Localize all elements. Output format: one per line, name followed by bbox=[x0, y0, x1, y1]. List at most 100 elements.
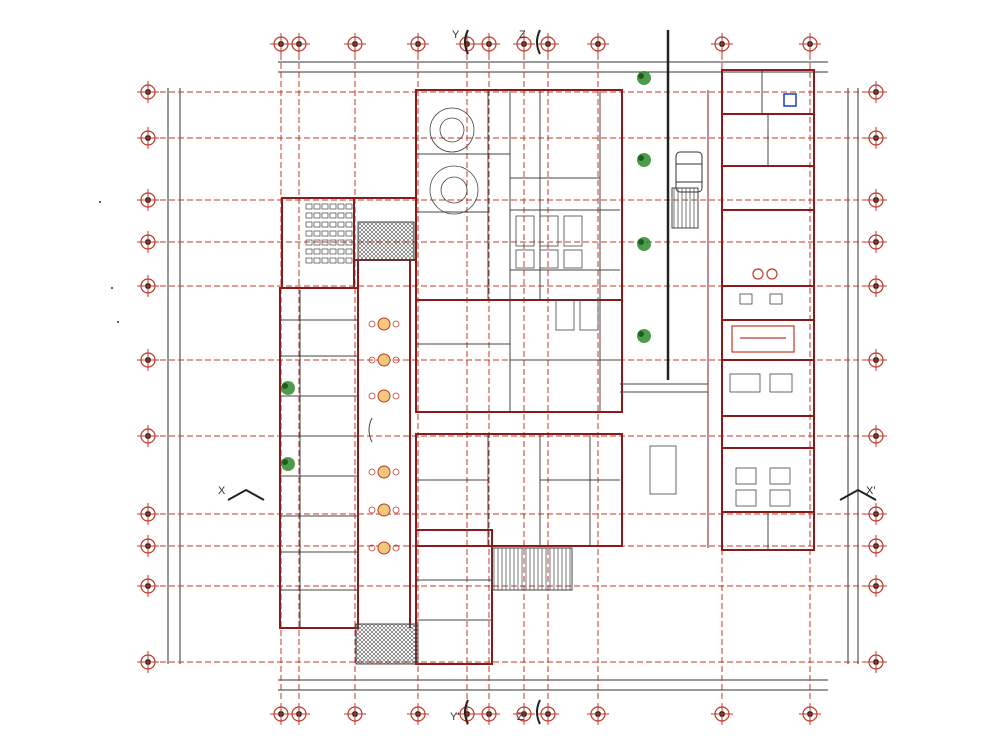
axis-bubble-icon bbox=[344, 33, 366, 55]
tree-icon bbox=[637, 237, 651, 251]
axis-bubble-icon bbox=[513, 703, 535, 725]
section-arrow-icon bbox=[536, 699, 541, 725]
axis-bubble-icon bbox=[865, 535, 887, 557]
bed-icon bbox=[539, 249, 559, 269]
axis-bubble-icon bbox=[288, 33, 310, 55]
axis-bubble-icon bbox=[865, 189, 887, 211]
operating-room-ring bbox=[429, 165, 479, 215]
seat bbox=[321, 257, 329, 264]
interior-partitions bbox=[280, 70, 769, 628]
seat bbox=[305, 221, 313, 228]
axis-bubble-icon bbox=[865, 425, 887, 447]
section-x-right: X' bbox=[839, 485, 877, 501]
section-z-top: Z bbox=[519, 29, 541, 55]
axis-bubble-icon bbox=[799, 33, 821, 55]
seat bbox=[329, 212, 337, 219]
seat bbox=[313, 230, 321, 237]
seat bbox=[305, 212, 313, 219]
seat bbox=[345, 239, 353, 246]
axis-bubble-icon bbox=[865, 651, 887, 673]
axis-bubble-icon bbox=[137, 231, 159, 253]
seat bbox=[313, 203, 321, 210]
car-icon bbox=[675, 151, 703, 193]
seat bbox=[345, 221, 353, 228]
axis-bubble-icon bbox=[407, 33, 429, 55]
seat bbox=[313, 212, 321, 219]
section-label-y-top: Y bbox=[452, 29, 460, 41]
table-with-chairs bbox=[368, 503, 400, 517]
axis-bubble-icon bbox=[537, 33, 559, 55]
axis-bubble-icon bbox=[456, 33, 478, 55]
section-label-z-bottom: Z' bbox=[517, 711, 526, 723]
axis-bubble-icon bbox=[865, 81, 887, 103]
central-core-middle bbox=[415, 299, 623, 413]
tree-icon bbox=[637, 329, 651, 343]
axis-bubble-icon bbox=[478, 703, 500, 725]
axis-bubble-icon bbox=[478, 33, 500, 55]
emergency-equipment bbox=[731, 268, 795, 353]
axis-bubble-icon bbox=[799, 703, 821, 725]
table-with-chairs bbox=[368, 389, 400, 403]
seat bbox=[313, 257, 321, 264]
axis-bubble-icon bbox=[344, 703, 366, 725]
seat bbox=[337, 239, 345, 246]
left-wing-rooms bbox=[279, 287, 359, 629]
seat bbox=[329, 257, 337, 264]
section-arrow-icon bbox=[839, 488, 877, 501]
elevator-marker bbox=[783, 93, 797, 107]
section-arrow-icon bbox=[227, 488, 265, 501]
section-label-x-left: X bbox=[218, 485, 226, 497]
axis-bubble-icon bbox=[137, 651, 159, 673]
table-with-chairs bbox=[368, 317, 400, 331]
ramp-east bbox=[671, 187, 699, 229]
axis-bubble-icon bbox=[137, 81, 159, 103]
axis-bubble-icon bbox=[865, 575, 887, 597]
seat bbox=[337, 257, 345, 264]
tree-icon bbox=[281, 381, 295, 395]
central-core-upper bbox=[415, 89, 623, 301]
stair-hatch-north bbox=[357, 221, 415, 261]
seat bbox=[337, 230, 345, 237]
axis-bubble-icon bbox=[865, 503, 887, 525]
tree-icon bbox=[637, 153, 651, 167]
section-label-z-top: Z bbox=[519, 29, 526, 41]
section-marks: Y Z Y' Z' X X' bbox=[218, 29, 877, 725]
axis-bubble-icon bbox=[587, 33, 609, 55]
table-with-chairs bbox=[368, 465, 400, 479]
central-core-lower bbox=[415, 433, 623, 547]
axis-bubble-icon bbox=[137, 275, 159, 297]
building-walls bbox=[279, 69, 815, 665]
section-y-bottom: Y' bbox=[450, 699, 469, 725]
axis-bubble-icon bbox=[865, 127, 887, 149]
seat bbox=[329, 230, 337, 237]
axis-bubble-icon bbox=[137, 189, 159, 211]
seat bbox=[321, 248, 329, 255]
bed-icon bbox=[539, 215, 559, 247]
seat bbox=[305, 230, 313, 237]
seat bbox=[321, 212, 329, 219]
seat bbox=[305, 203, 313, 210]
axis-bubble-icon bbox=[137, 425, 159, 447]
axis-bubble-icon bbox=[137, 127, 159, 149]
stray-marks bbox=[99, 201, 119, 323]
auditorium-seats bbox=[305, 203, 353, 264]
seat bbox=[313, 248, 321, 255]
axis-bubble-icon bbox=[711, 33, 733, 55]
bed-icon bbox=[563, 215, 583, 247]
section-z-bottom: Z' bbox=[517, 699, 541, 725]
seat bbox=[345, 203, 353, 210]
seat bbox=[321, 239, 329, 246]
section-arrow-icon bbox=[464, 699, 469, 725]
seat bbox=[337, 221, 345, 228]
seat bbox=[329, 248, 337, 255]
seat bbox=[305, 248, 313, 255]
axis-bubble-icon bbox=[270, 703, 292, 725]
seat bbox=[329, 203, 337, 210]
seat bbox=[345, 257, 353, 264]
stair-hatch-south bbox=[355, 623, 419, 665]
ramp-south bbox=[491, 547, 573, 591]
axis-bubble-icon bbox=[288, 703, 310, 725]
axis-bubble-icon bbox=[513, 33, 535, 55]
axis-bubble-icon bbox=[137, 349, 159, 371]
